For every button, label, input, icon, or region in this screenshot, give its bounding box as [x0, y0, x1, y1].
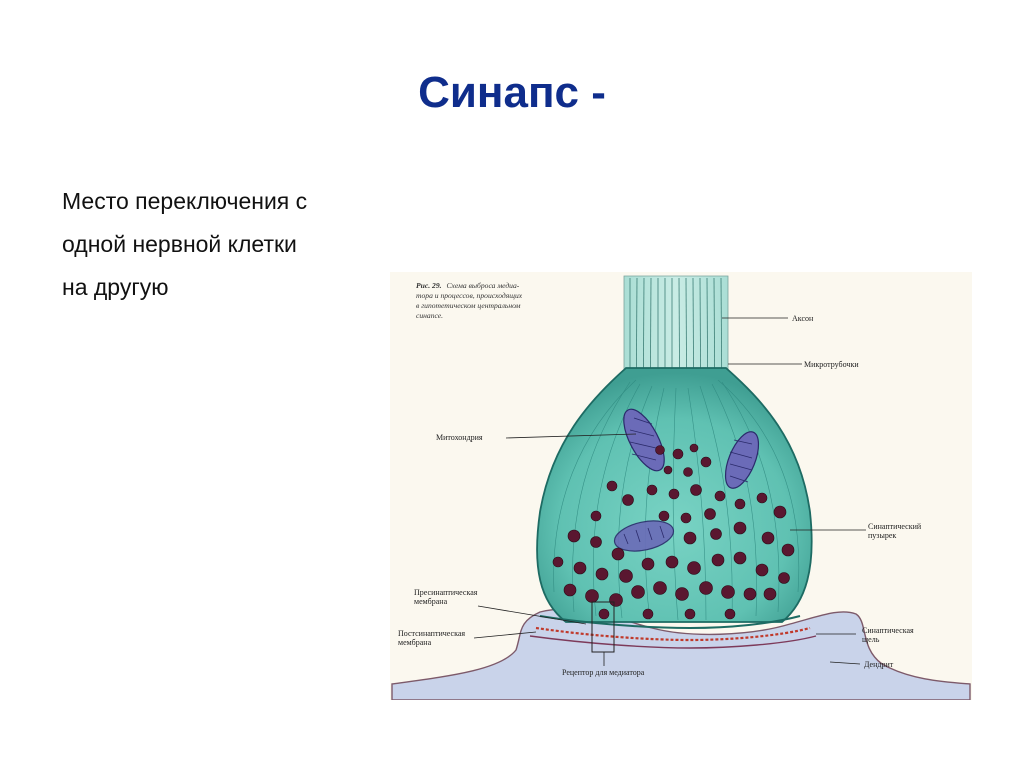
definition-line: Место переключения с [62, 188, 308, 214]
terminal-fibers [553, 379, 800, 621]
postsynaptic-membrane [529, 635, 817, 649]
synapse-diagram: Рис. 29. Схема выброса медиа- тора и про… [390, 272, 972, 700]
label-synaptic-cleft: щель [862, 635, 880, 644]
label-presynaptic-membrane: Пресинаптическая [414, 588, 478, 597]
label-synaptic-vesicle: Синаптический [868, 522, 922, 531]
presynaptic-membrane [539, 615, 801, 630]
synaptic-cleft [535, 626, 811, 642]
definition-text: Место переключения с одной нервной клетк… [62, 180, 392, 309]
caption-line: в гипотетическом центральном [416, 301, 521, 310]
synapse-illustration: Рис. 29. Схема выброса медиа- тора и про… [391, 275, 971, 700]
label-receptor: Рецептор для медиатора [562, 668, 645, 677]
label-presynaptic-membrane: мембрана [414, 597, 448, 606]
slide-title: Синапс - [418, 68, 606, 117]
label-postsynaptic-membrane: мембрана [398, 638, 432, 647]
caption-line: синапсе. [416, 311, 443, 320]
mitochondria [613, 408, 760, 552]
label-mitochondria: Митохондрия [436, 433, 483, 442]
caption-line: Схема выброса медиа- [446, 281, 519, 290]
synaptic-vesicles [552, 443, 795, 620]
dendrite [391, 608, 971, 700]
label-postsynaptic-membrane: Постсинаптическая [398, 629, 465, 638]
label-synaptic-vesicle: пузырек [868, 531, 896, 540]
figure-caption: Рис. 29. Схема выброса медиа- [416, 281, 520, 290]
label-microtubules: Микротрубочки [804, 360, 859, 369]
label-synaptic-cleft: Синаптическая [862, 626, 914, 635]
definition-line: одной нервной клетки [62, 231, 297, 257]
definition-line: на другую [62, 274, 169, 300]
label-axon: Аксон [792, 314, 814, 323]
caption-prefix: Рис. 29. [416, 281, 442, 290]
label-dendrite: Дендрит [864, 660, 894, 669]
caption-line: тора и процессов, происходящих [416, 291, 523, 300]
receptor-box [591, 601, 615, 653]
leader-lines [473, 317, 866, 666]
